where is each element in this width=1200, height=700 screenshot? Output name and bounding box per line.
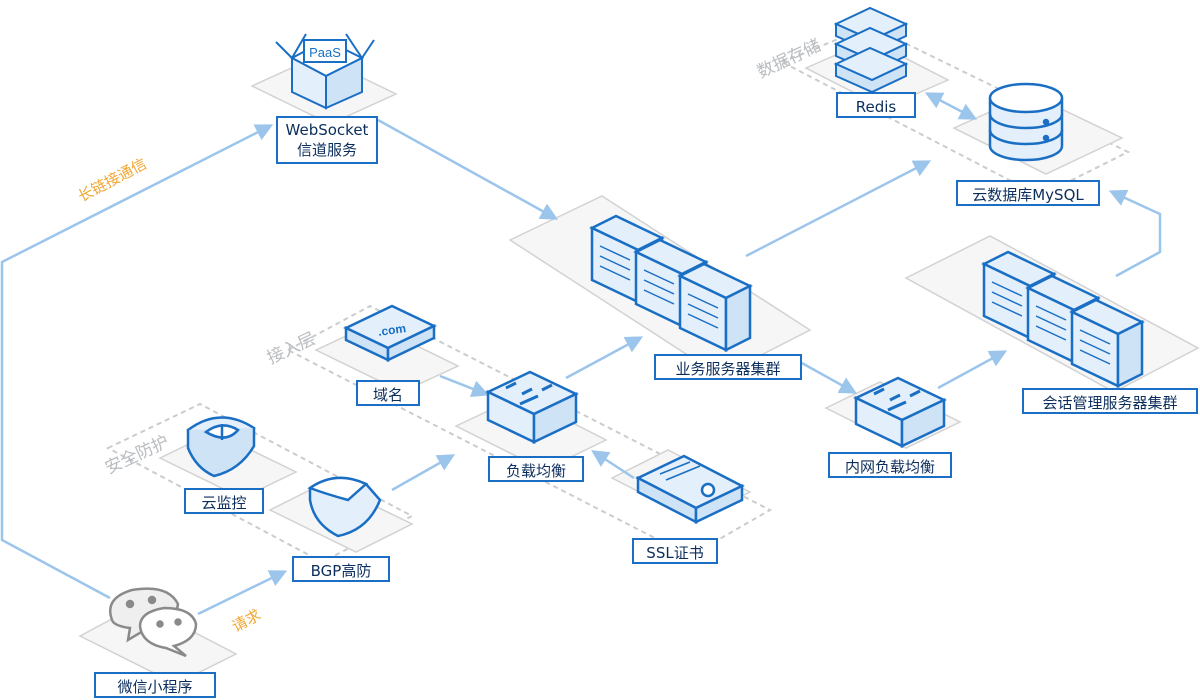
session-cluster-node-label[interactable]: 会话管理服务器集群	[1022, 388, 1198, 414]
arrow-internal-lb-to-session	[937, 350, 1008, 390]
arrow-websocket-to-biz	[377, 118, 559, 220]
wechat-icon	[109, 587, 198, 658]
database-icon	[988, 82, 1064, 162]
data-storage-group-outline	[779, 24, 1131, 198]
internal-lb-node-label[interactable]: 内网负载均衡	[828, 452, 952, 478]
arrows	[0, 92, 1162, 616]
security-group-outline	[105, 402, 415, 564]
arrow-lb-to-biz	[565, 336, 644, 380]
biz-cluster-node-label[interactable]: 业务服务器集群	[654, 354, 802, 380]
load-balancer-node-label[interactable]: 负载均衡	[488, 456, 584, 482]
arrow-session-to-mysql	[1108, 189, 1162, 278]
redis-node-label[interactable]: Redis	[836, 92, 916, 118]
access-layer-group-outline	[285, 304, 773, 558]
arrow-bgp-to-lb	[391, 454, 456, 492]
arrow-request-to-bgp	[197, 570, 288, 616]
arrow-ssl-to-lb	[591, 450, 635, 480]
cloud-monitor-node-label[interactable]: 云监控	[184, 488, 264, 514]
paas-text: PaaS	[309, 45, 341, 60]
server-cluster-icon	[981, 250, 1145, 389]
websocket-label-line1: WebSocket	[285, 121, 369, 139]
server-cluster-icon	[589, 214, 753, 353]
miniprogram-node-label[interactable]: 微信小程序	[94, 672, 216, 698]
shield-icon	[307, 476, 382, 538]
arrow-domain-to-lb	[439, 374, 490, 398]
redis-stack-icon	[833, 6, 909, 94]
com-text: .com	[377, 321, 407, 339]
arrow-redis-mysql	[924, 92, 978, 120]
mysql-node-label[interactable]: 云数据库MySQL	[956, 180, 1100, 206]
monitor-eye-icon	[186, 416, 256, 478]
certificate-icon	[635, 454, 745, 525]
ssl-node-label[interactable]: SSL证书	[632, 538, 718, 564]
websocket-node[interactable]: WebSocket 信道服务	[276, 116, 378, 164]
domain-com-icon: .com	[343, 304, 437, 362]
load-balancer-icon	[853, 376, 947, 448]
arrow-miniprogram-to-websocket	[0, 124, 274, 600]
load-balancer-icon	[485, 370, 579, 444]
paas-box-icon: PaaS	[275, 33, 375, 110]
domain-node-label[interactable]: 域名	[356, 380, 420, 406]
websocket-label-line2: 信道服务	[296, 141, 357, 159]
arrow-biz-to-internal-lb	[799, 360, 858, 394]
arrow-biz-to-mysql	[745, 160, 932, 258]
bgp-node-label[interactable]: BGP高防	[292, 556, 390, 582]
